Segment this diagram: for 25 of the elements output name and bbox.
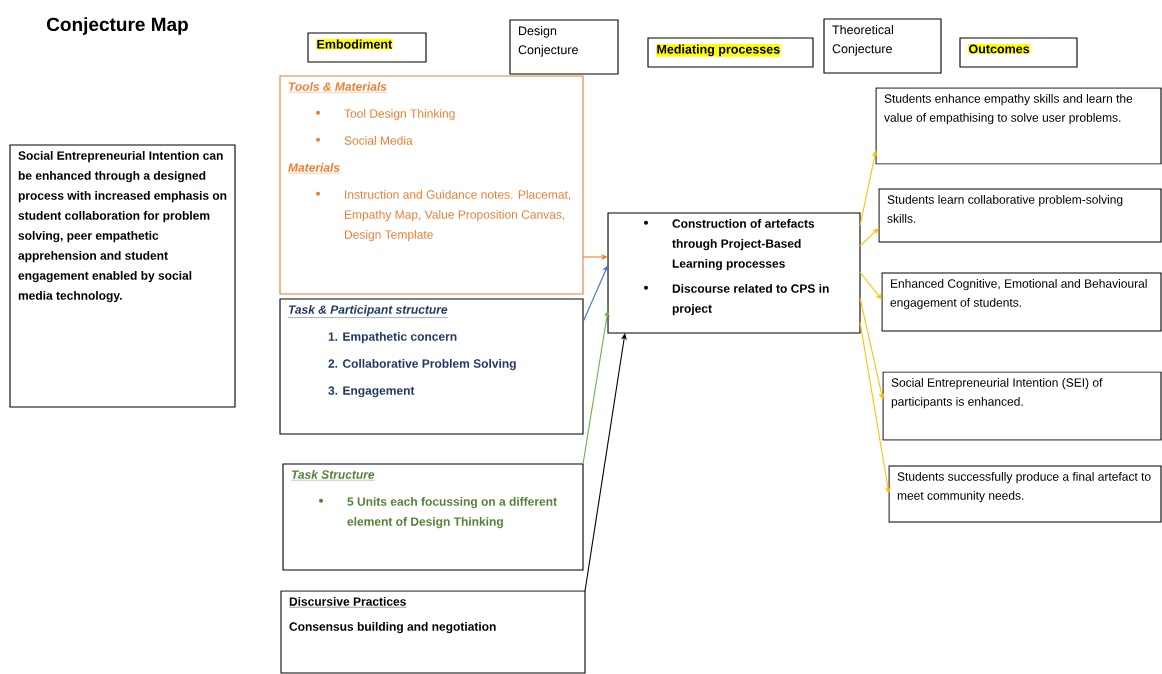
- arrow: [859, 321, 891, 494]
- arrow: [584, 333, 627, 592]
- header-box: Embodiment: [307, 32, 427, 63]
- mediating-box: Construction of artefacts through Project-Based Learning processes Discourse related to CPS in project: [607, 212, 861, 334]
- header-box: Design Conjecture: [509, 19, 619, 75]
- embodiment-box: Discursive Practices Consensus building and negotiation: [280, 590, 586, 674]
- outcome-box: Enhanced Cognitive, Emotional and Behavioural engagement of students.: [881, 272, 1162, 332]
- embodiment-box: Tools & Materials Tool Design Thinking Social Media Materials Instruction and Guidance notes. Placemat, Empathy Map, Value Proposition Canvas, Design Template: [279, 75, 584, 295]
- outcome-box: Students learn collaborative problem-solving skills.: [878, 188, 1162, 243]
- embodiment-box: Task & Participant structure 1. Empathetic concern 2. Collaborative Problem Solving 3. Engagement: [279, 298, 584, 435]
- arrow: [859, 297, 885, 400]
- header-box: Outcomes: [959, 37, 1078, 68]
- title: Conjecture Map: [47, 17, 188, 35]
- arrow: [582, 265, 608, 323]
- outcome-box: Students enhance empathy skills and learn the value of empathising to solve user problems.: [875, 87, 1162, 165]
- arrow: [859, 150, 878, 227]
- arrow: [859, 228, 879, 247]
- conjecture-box: Social Entrepreneurial Intention can be enhanced through a designed process with increased emphasis on student collaboration for problem solving, peer empathetic apprehension and student engagement enabled by social media technology.: [9, 144, 236, 408]
- arrow: [859, 271, 882, 300]
- outcome-box: Social Entrepreneurial Intention (SEI) of participants is enhanced.: [882, 371, 1162, 441]
- header-box: Mediating processes: [647, 37, 814, 68]
- embodiment-box: Task Structure 5 Units each focussing on a different element of Design Thinking: [282, 463, 584, 571]
- header-box: Theoretical Conjecture: [823, 18, 942, 74]
- arrow: [582, 310, 610, 465]
- outcome-box: Students successfully produce a final artefact to meet community needs.: [888, 465, 1162, 523]
